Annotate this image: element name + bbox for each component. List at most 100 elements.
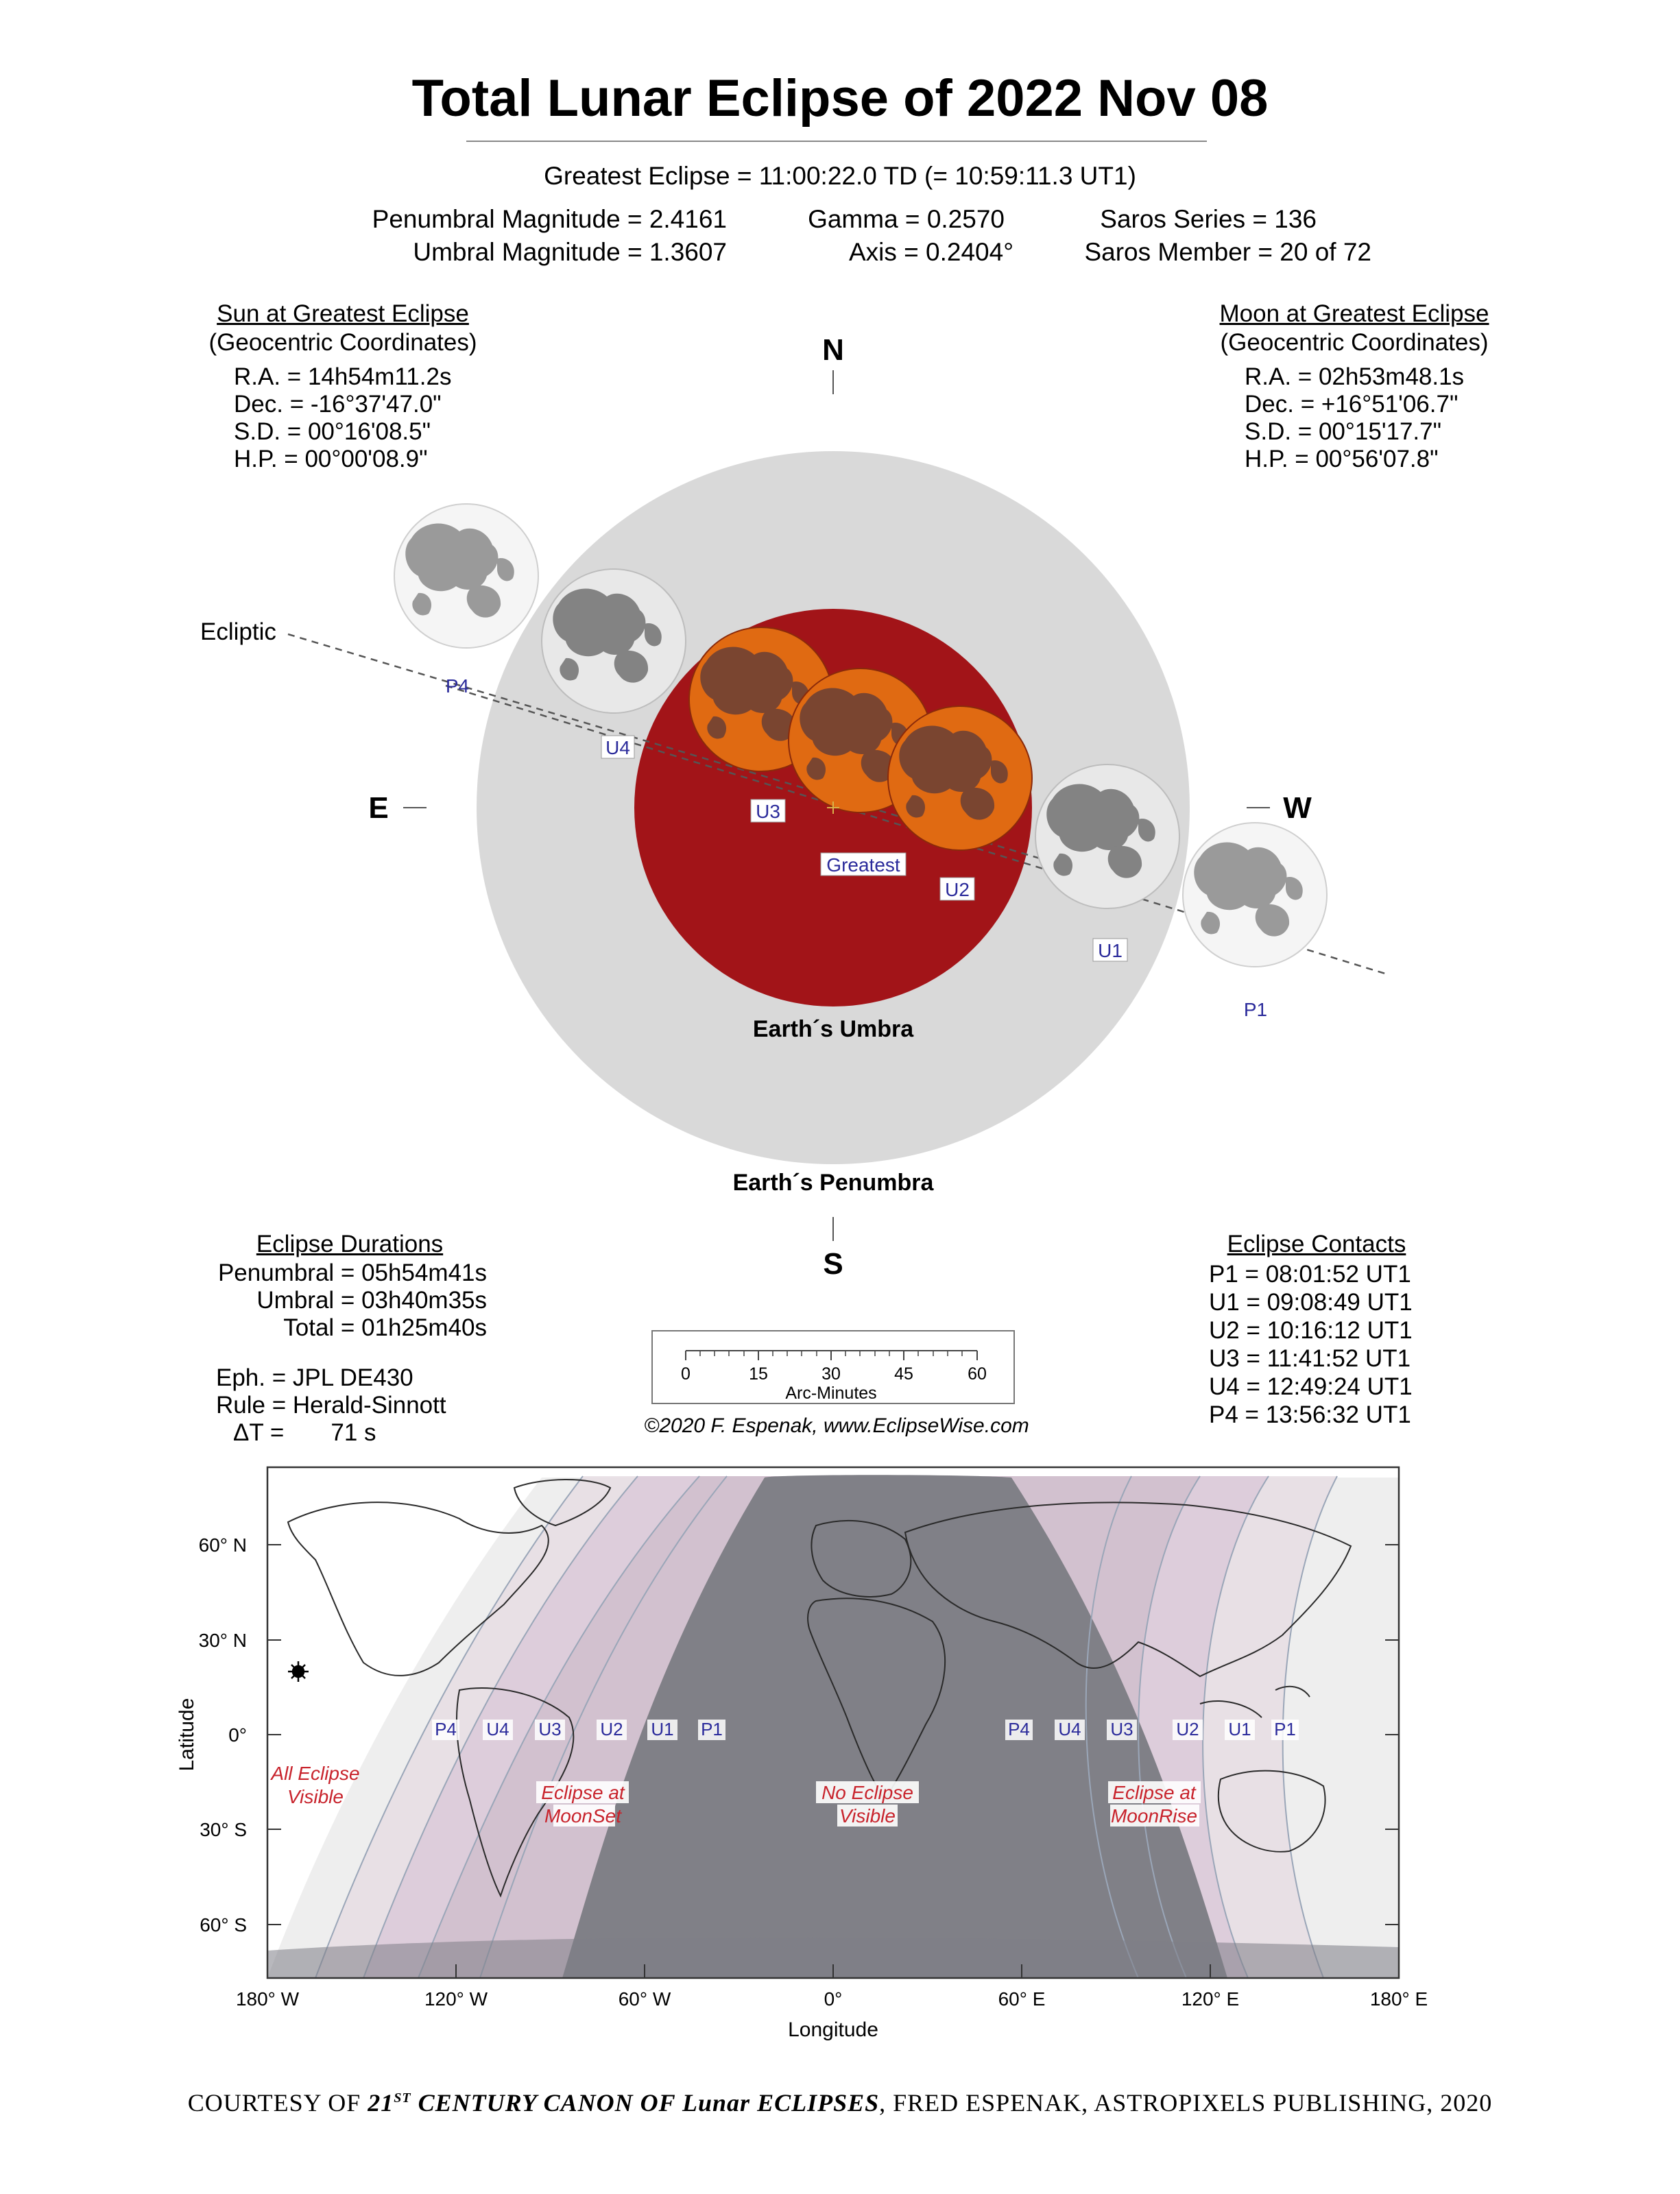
- east-label: E: [368, 791, 388, 825]
- penumbra-label: Earth´s Penumbra: [733, 1170, 935, 1196]
- greatest-box: [820, 852, 907, 876]
- eclipse-diagram: N S E W Ecliptic P4 U4 U3 Greatest U2 U1…: [200, 333, 1386, 1281]
- map-xlabel: Longitude: [788, 2018, 878, 2041]
- visibility-map: P4 U4 U3 U2 U1 P1 P4 U4 U3 U2 U1 P1 All …: [176, 1466, 1428, 2041]
- penumbral-magnitude: Penumbral Magnitude = 2.4161: [372, 205, 727, 233]
- scale-tick-15: 15: [749, 1364, 768, 1384]
- title-rule: [466, 141, 1207, 142]
- copyright: ©2020 F. Espenak, www.EclipseWise.com: [644, 1414, 1029, 1437]
- visibility-bands: [267, 1475, 1399, 1979]
- subsolar-point-icon: [288, 1661, 309, 1682]
- sun-heading: Sun at Greatest Eclipse: [217, 300, 469, 327]
- center-mark: [827, 801, 839, 814]
- saros-member: Saros Member = 20 of 72: [1084, 238, 1371, 266]
- continent-outlines: [287, 1479, 1352, 1898]
- lon-tick-60w: 60° W: [619, 1988, 671, 2010]
- sun-ra: R.A. = 14h54m11.2s: [234, 363, 452, 390]
- saros-series: Saros Series = 136: [1100, 205, 1317, 233]
- lon-tick-180e: 180° E: [1370, 1988, 1428, 2010]
- south-label: S: [823, 1247, 843, 1281]
- ephemeris: Eph. = JPL DE430: [216, 1364, 413, 1391]
- arc-minute-scale: 0 15 30 45 60 Arc-Minutes: [651, 1330, 1015, 1404]
- duration-total: Total = 01h25m40s: [283, 1314, 487, 1341]
- sun-subheading: (Geocentric Coordinates): [208, 329, 477, 356]
- map-west-p1: P1: [701, 1719, 723, 1739]
- moon-position-p4: [394, 503, 539, 649]
- map-west-u3: U3: [538, 1719, 561, 1739]
- lat-tick-30s: 30° S: [200, 1819, 247, 1840]
- moon-position-u4: [541, 568, 686, 714]
- credit-suffix: , FRED ESPENAK, ASTROPIXELS PUBLISHING, …: [879, 2089, 1493, 2117]
- lon-tick-180w: 180° W: [236, 1988, 300, 2010]
- greatest-eclipse: Greatest Eclipse = 11:00:22.0 TD (= 10:5…: [544, 162, 1136, 190]
- map-west-p4: P4: [435, 1719, 457, 1739]
- lon-tick-120w: 120° W: [424, 1988, 488, 2010]
- greatest-label: Greatest: [826, 854, 900, 876]
- map-east-p1: P1: [1274, 1719, 1296, 1739]
- credit-prefix: COURTESY OF: [187, 2089, 368, 2117]
- credit-book: CENTURY CANON OF Lunar ECLIPSES: [411, 2089, 880, 2117]
- umbral-magnitude: Umbral Magnitude = 1.3607: [413, 238, 727, 266]
- contacts-heading: Eclipse Contacts: [1227, 1231, 1406, 1257]
- scale-tick-30: 30: [821, 1364, 841, 1384]
- scale-label: Arc-Minutes: [785, 1384, 876, 1403]
- zone-moonrise-line2: MoonRise: [1111, 1805, 1197, 1827]
- credit-line: COURTESY OF 21ST CENTURY CANON OF Lunar …: [0, 2088, 1680, 2117]
- contact-label-p4: P4: [446, 675, 469, 697]
- gamma-value: Gamma = 0.2570: [808, 205, 1005, 233]
- moon-hp: H.P. = 00°56'07.8": [1245, 446, 1439, 472]
- zone-no-eclipse-line1: No Eclipse: [821, 1782, 913, 1803]
- contact-label-p1: P1: [1244, 999, 1267, 1020]
- lon-tick-60e: 60° E: [998, 1988, 1046, 2010]
- zone-all-visible-line2: Visible: [287, 1786, 344, 1807]
- west-label: W: [1283, 791, 1312, 825]
- map-east-u1: U1: [1228, 1719, 1251, 1739]
- moon-subheading: (Geocentric Coordinates): [1220, 329, 1489, 356]
- durations-heading: Eclipse Durations: [256, 1231, 444, 1257]
- moon-position-p1: [1182, 822, 1328, 967]
- lon-tick-0: 0°: [824, 1988, 843, 2010]
- lat-tick-60n: 60° N: [199, 1534, 247, 1556]
- delta-t: ΔT = 71 s: [233, 1419, 376, 1446]
- contact-time-u1: U1 = 09:08:49 UT1: [1209, 1289, 1413, 1316]
- credit-century: 21: [368, 2089, 394, 2117]
- scale-tick-60: 60: [968, 1364, 987, 1384]
- contact-time-p1: P1 = 08:01:52 UT1: [1209, 1261, 1411, 1288]
- contact-box-u4: [601, 735, 635, 759]
- contact-box-u3: [750, 799, 786, 823]
- north-label: N: [822, 333, 844, 367]
- lat-tick-60s: 60° S: [200, 1914, 247, 1936]
- map-east-p4: P4: [1008, 1719, 1030, 1739]
- map-west-u1: U1: [651, 1719, 673, 1739]
- moon-sd: S.D. = 00°15'17.7": [1245, 418, 1442, 445]
- contact-label-u1: U1: [1098, 940, 1123, 961]
- map-east-u4: U4: [1058, 1719, 1081, 1739]
- contact-label-u4: U4: [605, 737, 630, 758]
- zone-no-eclipse-line2: Visible: [839, 1805, 896, 1827]
- moon-dec: Dec. = +16°51'06.7": [1245, 391, 1459, 418]
- moon-heading: Moon at Greatest Eclipse: [1219, 300, 1489, 327]
- sun-hp: H.P. = 00°00'08.9": [234, 446, 428, 472]
- lat-tick-30n: 30° N: [199, 1630, 247, 1651]
- contact-time-u4: U4 = 12:49:24 UT1: [1209, 1373, 1413, 1400]
- duration-umbral: Umbral = 03h40m35s: [256, 1287, 487, 1314]
- contact-time-p4: P4 = 13:56:32 UT1: [1209, 1401, 1411, 1428]
- zone-moonset-line2: MoonSet: [544, 1805, 622, 1827]
- contact-box-u1: [1092, 938, 1128, 962]
- scale-tick-45: 45: [894, 1364, 913, 1384]
- map-ylabel: Latitude: [176, 1698, 198, 1772]
- sun-sd: S.D. = 00°16'08.5": [234, 418, 431, 445]
- map-west-u2: U2: [600, 1719, 623, 1739]
- duration-penumbral: Penumbral = 05h54m41s: [217, 1259, 487, 1286]
- umbra-label: Earth´s Umbra: [753, 1016, 914, 1042]
- sun-dec: Dec. = -16°37'47.0": [234, 391, 442, 418]
- moon-position-u2: [887, 706, 1033, 851]
- zone-all-visible-line1: All Eclipse: [269, 1763, 359, 1784]
- zone-moonset-line1: Eclipse at: [541, 1782, 625, 1803]
- zone-moonrise-line1: Eclipse at: [1112, 1782, 1197, 1803]
- map-east-u2: U2: [1176, 1719, 1199, 1739]
- moon-ra: R.A. = 02h53m48.1s: [1245, 363, 1465, 390]
- contact-box-u2: [939, 877, 975, 901]
- rule: Rule = Herald-Sinnott: [216, 1392, 446, 1419]
- page-title: Total Lunar Eclipse of 2022 Nov 08: [411, 69, 1269, 128]
